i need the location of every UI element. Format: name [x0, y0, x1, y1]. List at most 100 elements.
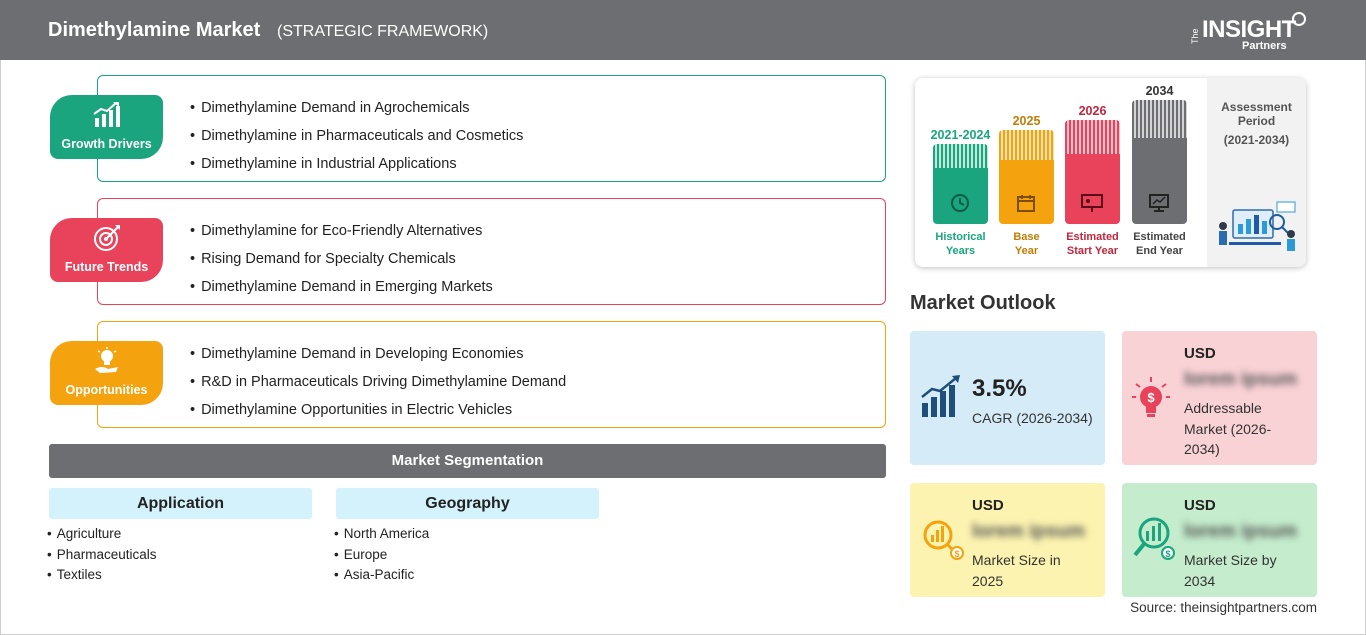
logo-partners: Partners [1242, 40, 1287, 52]
target-icon [94, 225, 120, 251]
timeline-column-historical: 2021-2024 Historical Years [931, 78, 991, 267]
list-item: Dimethylamine for Eco-Friendly Alternati… [190, 217, 493, 245]
list-item: Rising Demand for Specialty Chemicals [190, 245, 493, 273]
opportunities-box: Dimethylamine Demand in Developing Econo… [97, 321, 886, 428]
monitor-chart-icon [1149, 194, 1169, 212]
market-segmentation-bar: Market Segmentation [49, 444, 886, 478]
source-credit[interactable]: Source: theinsightpartners.com [1130, 600, 1317, 615]
list-item: Dimethylamine Demand in Emerging Markets [190, 273, 493, 301]
future-trends-label: Future Trends [64, 260, 149, 274]
addressable-market-card: USD lorem ipsum $ Addressable Market (20… [1122, 331, 1317, 465]
list-item: Dimethylamine Opportunities in Electric … [190, 396, 566, 424]
list-item: Pharmaceuticals [47, 545, 157, 566]
timeline-caption: Estimated End Year [1120, 230, 1199, 258]
market-size-2034-line-2: 2034 [1184, 572, 1216, 589]
list-item: Dimethylamine Demand in Developing Econo… [190, 340, 566, 368]
timeline-year: 2021-2024 [930, 128, 991, 142]
timeline-bar-stripes [1132, 100, 1187, 140]
growth-drivers-box: Dimethylamine Demand in Agrochemicals Di… [97, 75, 886, 182]
timeline-bar [1065, 154, 1120, 224]
addressable-label-line-2: Market (2026- [1184, 420, 1272, 437]
svg-text:$: $ [1147, 390, 1155, 405]
timeline-bar-stripes [1065, 120, 1120, 156]
list-item: Textiles [47, 565, 157, 586]
market-size-2034-label: Market Size by 2034 [1184, 550, 1277, 591]
addressable-currency: USD [1184, 345, 1216, 362]
addressable-label-line-3: 2034) [1184, 441, 1220, 457]
cagr-label: CAGR (2026-2034) [972, 410, 1093, 426]
growth-drivers-label: Growth Drivers [61, 137, 152, 151]
market-size-2025-currency: USD [972, 497, 1004, 514]
caption-line-2: Year [1014, 245, 1039, 257]
future-trends-list: Dimethylamine for Eco-Friendly Alternati… [190, 217, 493, 301]
header-bar: Dimethylamine Market (STRATEGIC FRAMEWOR… [0, 0, 1366, 60]
market-size-2034-card: USD lorem ipsum $ Market Size by 2034 [1122, 483, 1317, 597]
timeline-column-start: 2026 Estimated Start Year [1065, 78, 1120, 267]
list-item: Europe [334, 545, 429, 566]
timeline-column-base: 2025 Base Year [999, 78, 1054, 267]
timeline-bar-stripes [933, 144, 988, 170]
caption-line-1: Base [1013, 231, 1040, 243]
market-outlook-title: Market Outlook [910, 292, 1056, 314]
timeline-caption: Estimated Start Year [1053, 230, 1132, 258]
caption-line-1: Estimated [1133, 231, 1186, 243]
timeline-card: 2021-2024 Historical Years 2025 Base Yea… [915, 78, 1306, 267]
list-item: Dimethylamine in Industrial Applications [190, 150, 523, 178]
timeline-year: 2025 [1012, 114, 1041, 128]
lightbulb-dollar-icon: $ [1132, 377, 1170, 417]
logo-ring-icon [1292, 12, 1306, 26]
growth-bars-icon [921, 375, 960, 417]
caption-line-2: Start Year [1066, 245, 1119, 257]
history-icon [951, 194, 969, 212]
timeline-column-end: 2034 Estimated End Year [1132, 78, 1187, 267]
opportunities-list: Dimethylamine Demand in Developing Econo… [190, 340, 566, 424]
caption-line-2: End Year [1136, 245, 1183, 257]
list-item: Dimethylamine Demand in Agrochemicals [190, 94, 523, 122]
growth-drivers-badge: Growth Drivers [50, 95, 163, 159]
magnifier-chart-icon: $ [1133, 517, 1175, 560]
market-size-2025-label: Market Size in 2025 [972, 550, 1061, 591]
analytics-people-icon [1219, 201, 1296, 251]
growth-chart-icon [93, 102, 120, 127]
timeline-caption: Historical Years [921, 230, 1000, 258]
market-size-2025-card: USD lorem ipsum $ Market Size in 2025 [910, 483, 1105, 597]
timeline-caption: Base Year [987, 230, 1066, 258]
svg-text:$: $ [1165, 549, 1170, 559]
geography-list: North America Europe Asia-Pacific [334, 524, 430, 586]
market-size-2034-line-1: Market Size by [1184, 552, 1277, 568]
assessment-period-panel: Assessment Period (2021-2034) [1207, 78, 1306, 267]
future-trends-box: Dimethylamine for Eco-Friendly Alternati… [97, 198, 886, 305]
page-subtitle: (STRATEGIC FRAMEWORK) [277, 23, 489, 40]
market-size-2025-line-2: 2025 [972, 572, 1004, 589]
cagr-card: 3.5% CAGR (2026-2034) [910, 331, 1105, 465]
assessment-label-line-1: Assessment [1221, 100, 1292, 114]
presentation-icon [1081, 194, 1103, 212]
timeline-year: 2026 [1078, 104, 1107, 118]
opportunities-label: Opportunities [65, 383, 148, 397]
page-title: Dimethylamine Market [48, 19, 261, 41]
cagr-value: 3.5% [972, 375, 1027, 402]
calendar-icon [1017, 195, 1035, 212]
market-size-2034-value: lorem ipsum [1184, 521, 1297, 542]
list-item: R&D in Pharmaceuticals Driving Dimethyla… [190, 368, 566, 396]
timeline-bar-stripes [999, 130, 1054, 162]
addressable-value: lorem ipsum [1184, 369, 1297, 390]
market-size-2034-currency: USD [1184, 497, 1216, 514]
caption-line-2: Years [945, 245, 976, 257]
list-item: Agriculture [47, 524, 157, 545]
growth-drivers-list: Dimethylamine Demand in Agrochemicals Di… [190, 94, 523, 178]
assessment-label: Assessment Period [1207, 100, 1306, 128]
segment-heading-application: Application [49, 488, 312, 519]
lightbulb-hand-icon [95, 347, 118, 373]
list-item: Asia-Pacific [334, 565, 429, 586]
application-list: Agriculture Pharmaceuticals Textiles [47, 524, 157, 586]
caption-line-1: Historical [935, 231, 986, 243]
assessment-range: (2021-2034) [1223, 133, 1290, 147]
list-item: North America [334, 524, 430, 545]
caption-line-1: Estimated [1066, 231, 1119, 243]
list-item: Dimethylamine in Pharmaceuticals and Cos… [190, 122, 523, 150]
addressable-label: Addressable Market (2026- 2034) [1184, 398, 1271, 460]
timeline-year: 2034 [1145, 84, 1174, 98]
logo-the: The [1190, 28, 1200, 44]
insight-partners-logo[interactable]: The INSIGHT Partners [1190, 10, 1320, 54]
